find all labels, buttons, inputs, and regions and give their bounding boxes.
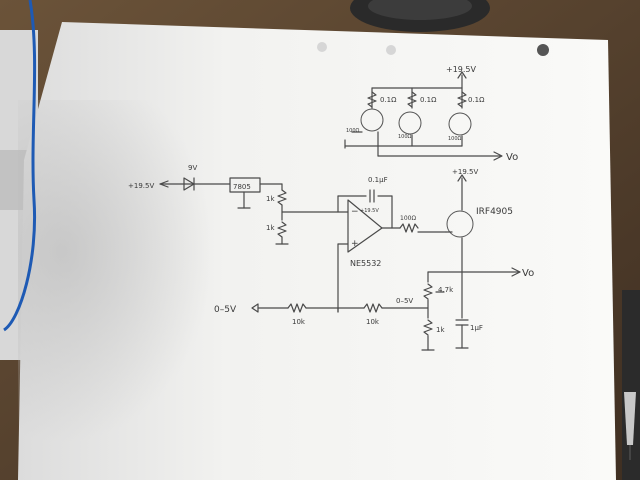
input-resistor-1-label: 10k <box>292 318 306 326</box>
blue-cable <box>3 0 37 332</box>
mirror-resistor-2-label: 0.1Ω <box>420 96 437 104</box>
mirror-supply-label: +19.5V <box>446 65 477 74</box>
input-label: 0–5V <box>214 305 237 315</box>
mirror-gate-resistor-1-label: 100Ω <box>346 128 360 134</box>
driver-supply-label: +19.5V <box>452 168 478 176</box>
sense-voltage-label: 0–5V <box>396 297 413 305</box>
divider-top-label: 1k <box>266 195 275 203</box>
opamp-part-label: NE5532 <box>350 259 381 268</box>
mirror-block <box>344 71 503 161</box>
mirror-resistor-1-label: 0.1Ω <box>380 96 397 104</box>
driver-block <box>423 174 521 349</box>
opamp-plus-label: + <box>351 239 359 249</box>
input-resistor-2-label: 10k <box>366 318 380 326</box>
punch-hole <box>317 42 327 52</box>
feedback-cap-label: 0.1μF <box>368 176 388 184</box>
input-block <box>251 299 435 351</box>
pot-label: 4.7k <box>438 286 454 294</box>
regulator-chip-label: 7805 <box>233 183 251 191</box>
punch-hole <box>537 44 549 56</box>
opamp-minus-label: − <box>351 207 359 217</box>
driver-gate-resistor-label: 100Ω <box>400 215 416 222</box>
output-cap-label: 1μF <box>470 324 483 332</box>
regulator-input-label: +19.5V <box>128 182 154 190</box>
divider-bottom-label: 1k <box>266 224 275 232</box>
punch-hole <box>386 45 396 55</box>
opamp-block <box>337 189 447 313</box>
zener-label: 9V <box>188 164 197 172</box>
driver-output-label: Vo <box>522 268 534 279</box>
mirror-output-label: Vo <box>506 152 518 163</box>
mirror-gate-resistor-2-label: 100Ω <box>398 134 412 140</box>
regulator-block <box>159 177 349 245</box>
mosfet-label: IRF4905 <box>476 207 513 217</box>
mirror-resistor-3-label: 0.1Ω <box>468 96 485 104</box>
opamp-supply-label: +19.5V <box>360 208 379 214</box>
bottom-resistor-label: 1k <box>436 326 445 334</box>
mirror-gate-resistor-3-label: 100Ω <box>448 136 462 142</box>
